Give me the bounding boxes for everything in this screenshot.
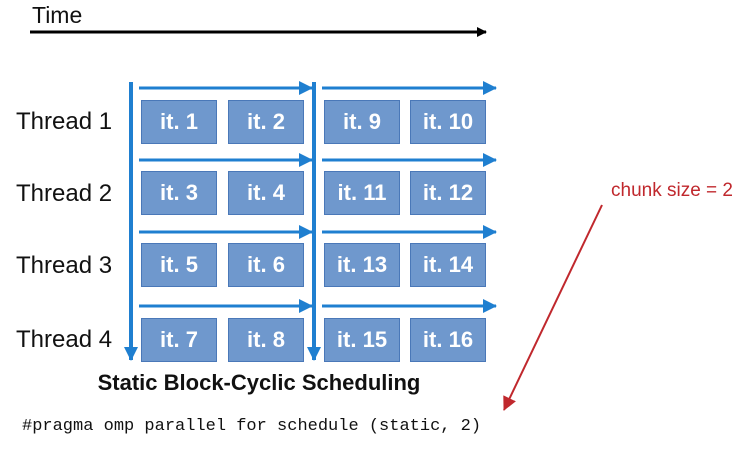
thread-label: Thread 1 xyxy=(16,108,113,135)
iteration-box: it. 5 xyxy=(141,243,217,287)
iteration-box: it. 11 xyxy=(324,171,400,215)
iteration-box: it. 3 xyxy=(141,171,217,215)
iteration-box: it. 10 xyxy=(410,100,486,144)
chunk-size-annotation: chunk size = 2 xyxy=(611,180,733,201)
iteration-box: it. 16 xyxy=(410,318,486,362)
thread-label: Thread 4 xyxy=(16,326,113,353)
iteration-box: it. 7 xyxy=(141,318,217,362)
pragma-code: #pragma omp parallel for schedule (stati… xyxy=(22,417,482,436)
iteration-box: it. 9 xyxy=(324,100,400,144)
thread-label: Thread 2 xyxy=(16,180,113,207)
iteration-box: it. 6 xyxy=(228,243,304,287)
iteration-box: it. 13 xyxy=(324,243,400,287)
time-label: Time xyxy=(32,2,83,28)
thread-label: Thread 3 xyxy=(16,252,113,279)
iteration-box: it. 4 xyxy=(228,171,304,215)
iteration-box: it. 14 xyxy=(410,243,486,287)
diagram-title: Static Block-Cyclic Scheduling xyxy=(97,370,421,395)
chunk-size-arrow xyxy=(503,204,603,411)
iteration-box: it. 1 xyxy=(141,100,217,144)
iteration-box: it. 15 xyxy=(324,318,400,362)
iteration-box: it. 12 xyxy=(410,171,486,215)
iteration-box: it. 8 xyxy=(228,318,304,362)
iteration-box: it. 2 xyxy=(228,100,304,144)
